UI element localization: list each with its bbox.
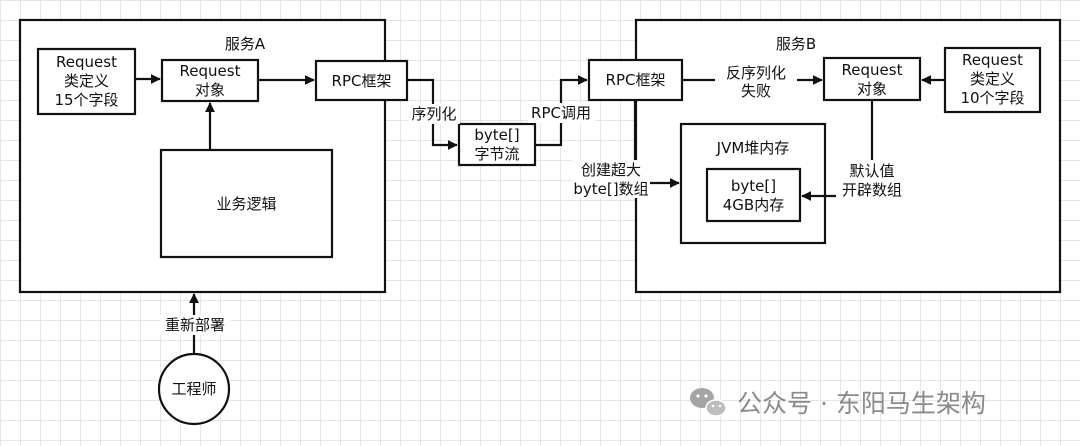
svg-text:Request: Request <box>842 61 903 79</box>
redeploy-label: 重新部署 <box>165 316 225 334</box>
svg-text:默认值: 默认值 <box>849 162 894 180</box>
svg-text:字节流: 字节流 <box>474 145 519 163</box>
svg-text:业务逻辑: 业务逻辑 <box>216 195 276 213</box>
byte-stream-box: byte[] 字节流 <box>457 122 537 167</box>
svg-text:类定义: 类定义 <box>970 70 1015 88</box>
watermark-text: 公众号 · 东阳马生架构 <box>737 389 986 418</box>
svg-text:对象: 对象 <box>195 81 225 99</box>
watermark: 公众号 · 东阳马生架构 <box>690 388 986 418</box>
svg-text:JVM堆内存: JVM堆内存 <box>716 139 790 157</box>
rpc-call-label: RPC调用 <box>531 104 591 122</box>
svg-text:开辟数组: 开辟数组 <box>842 181 902 199</box>
request-class-def-a: Request 类定义 15个字段 <box>36 47 137 116</box>
svg-text:byte[]数组: byte[]数组 <box>573 180 648 198</box>
service-b-title: 服务B <box>776 35 816 53</box>
heap-byte-array-box: byte[] 4GB内存 <box>705 167 802 223</box>
svg-text:byte[]: byte[] <box>731 177 776 195</box>
svg-text:4GB内存: 4GB内存 <box>723 196 784 214</box>
svg-text:对象: 对象 <box>857 80 887 98</box>
service-a-title: 服务A <box>225 35 266 53</box>
svg-text:byte[]: byte[] <box>474 126 519 144</box>
svg-text:反序列化: 反序列化 <box>726 64 786 82</box>
svg-text:工程师: 工程师 <box>171 380 216 398</box>
svg-text:RPC框架: RPC框架 <box>606 71 666 89</box>
request-object-a: Request 对象 <box>160 58 260 103</box>
engineer-node: 工程师 <box>157 352 231 426</box>
svg-text:10个字段: 10个字段 <box>960 89 1024 107</box>
svg-text:Request: Request <box>962 51 1023 69</box>
request-class-def-b: Request 类定义 10个字段 <box>943 46 1042 114</box>
svg-text:类定义: 类定义 <box>64 72 109 90</box>
serialize-label: 序列化 <box>411 105 456 123</box>
rpc-framework-b: RPC框架 <box>587 58 684 102</box>
svg-text:RPC框架: RPC框架 <box>332 72 392 90</box>
svg-text:失败: 失败 <box>741 82 771 100</box>
wechat-icon <box>690 388 727 417</box>
svg-text:创建超大: 创建超大 <box>581 161 641 179</box>
svg-text:Request: Request <box>180 62 241 80</box>
business-logic-box: 业务逻辑 <box>159 148 334 259</box>
rpc-framework-a: RPC框架 <box>314 59 409 102</box>
svg-text:Request: Request <box>56 53 117 71</box>
svg-text:15个字段: 15个字段 <box>54 91 118 109</box>
request-object-b: Request 对象 <box>822 56 922 102</box>
